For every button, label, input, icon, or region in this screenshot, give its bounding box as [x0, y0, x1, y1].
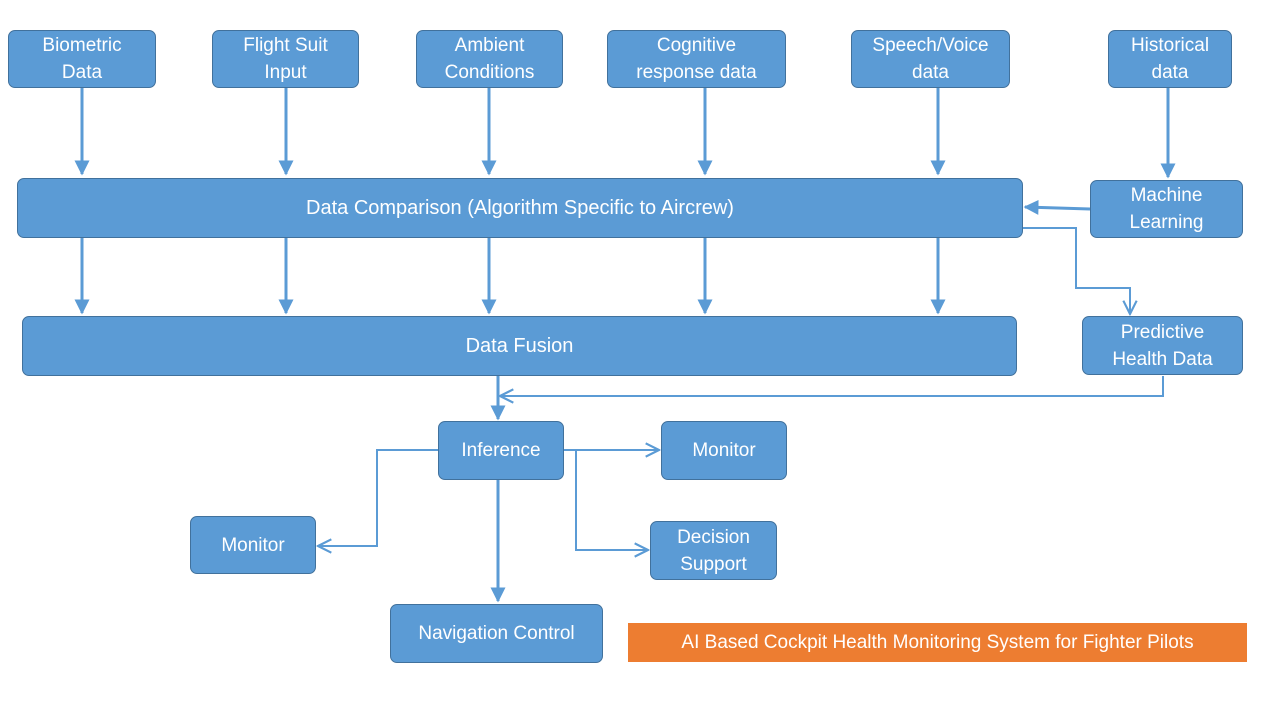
node-navigation-control: Navigation Control — [390, 604, 603, 663]
node-biometric-data: Biometric Data — [8, 30, 156, 88]
node-inference: Inference — [438, 421, 564, 480]
node-data-fusion: Data Fusion — [22, 316, 1017, 376]
node-flight-suit-input: Flight Suit Input — [212, 30, 359, 88]
arrow-comparison-to-predictive — [1022, 227, 1130, 314]
node-cognitive-response-data: Cognitive response data — [607, 30, 786, 88]
node-data-comparison: Data Comparison (Algorithm Specific to A… — [17, 178, 1023, 238]
arrow-predictive-to-inference — [500, 376, 1164, 396]
node-speech-voice-data: Speech/Voice data — [851, 30, 1010, 88]
node-monitor-left: Monitor — [190, 516, 316, 574]
node-ambient-conditions: Ambient Conditions — [416, 30, 563, 88]
arrow-ml-to-comparison — [1023, 199, 1091, 215]
node-predictive-health-data: Predictive Health Data — [1082, 316, 1243, 375]
node-decision-support: Decision Support — [650, 521, 777, 580]
node-monitor-right: Monitor — [661, 421, 787, 480]
arrow-inference-to-monitor-left — [318, 449, 438, 546]
diagram-title-banner: AI Based Cockpit Health Monitoring Syste… — [628, 623, 1247, 662]
node-historical-data: Historical data — [1108, 30, 1232, 88]
arrow-inference-to-decision-support — [575, 450, 648, 550]
node-machine-learning: Machine Learning — [1090, 180, 1243, 238]
